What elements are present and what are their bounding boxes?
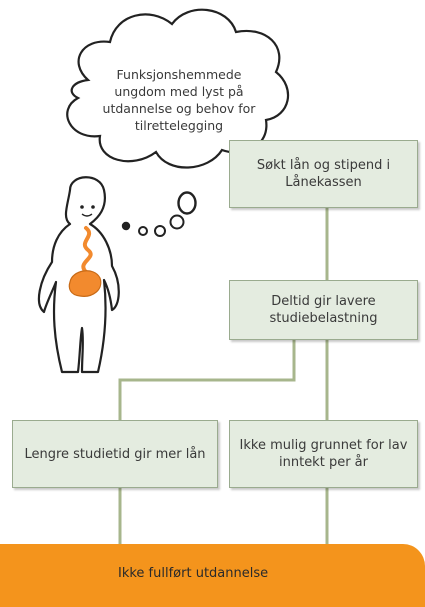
box-not-possible: Ikke mulig grunnet for lav inntekt per å… — [229, 420, 418, 488]
thought-cloud-text: Funksjonshemmede ungdom med lyst på utda… — [84, 66, 274, 134]
figure-esophagus — [81, 226, 93, 274]
thought-dot-3 — [154, 225, 166, 237]
figure-stomach — [68, 270, 102, 297]
box-loan-label: Søkt lån og stipend i Lånekassen — [256, 158, 391, 190]
box-longer: Lengre studietid gir mer lån — [12, 420, 218, 488]
figure-eye-left — [80, 205, 84, 209]
thought-line-4: tilrettelegging — [134, 118, 224, 133]
box-parttime-label: Deltid gir lavere studiebelastning — [269, 294, 378, 326]
box-loan: Søkt lån og stipend i Lånekassen — [229, 140, 418, 208]
person-figure — [37, 176, 120, 374]
box-not-possible-label: Ikke mulig grunnet for lav inntekt per å… — [239, 438, 408, 470]
thought-dot-5 — [177, 191, 197, 215]
thought-line-1: Funksjonshemmede — [116, 67, 242, 82]
thought-bubbles — [121, 191, 197, 237]
thought-line-3: utdannelse og behov for — [102, 101, 256, 116]
box-longer-label: Lengre studietid gir mer lån — [24, 446, 206, 462]
outcome-bar — [0, 544, 425, 607]
thought-line-2: ungdom med lyst på — [114, 84, 244, 99]
connector-lines — [118, 208, 329, 546]
figure-eye-right — [91, 205, 95, 209]
thought-cloud — [66, 8, 290, 169]
box-parttime: Deltid gir lavere studiebelastning — [229, 280, 418, 340]
figure-mouth — [81, 213, 93, 217]
thought-dot-4 — [169, 214, 185, 230]
outcome-label: Ikke fullført utdannelse — [118, 566, 269, 581]
thought-dot-1 — [121, 221, 131, 231]
connector-parttime-longer — [118, 340, 296, 420]
thought-dot-2 — [138, 226, 148, 236]
